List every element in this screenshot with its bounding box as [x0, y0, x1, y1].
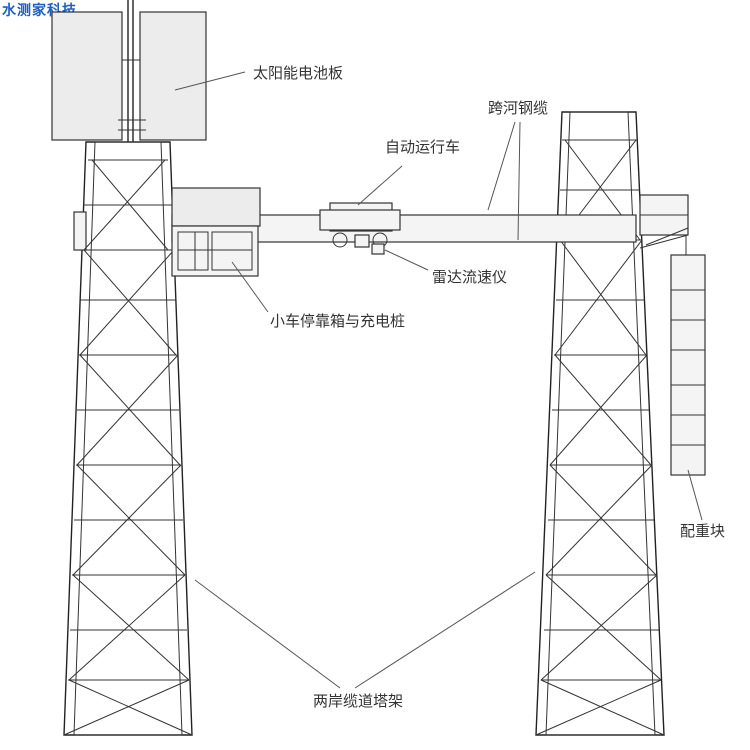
solar-panel — [51, 0, 207, 142]
label-counterweight: 配重块 — [680, 522, 725, 540]
label-towers: 两岸缆道塔架 — [313, 692, 403, 710]
left-tower — [63, 141, 193, 736]
label-solar-panel: 太阳能电池板 — [253, 64, 343, 82]
label-cross-river-cable: 跨河钢缆 — [488, 99, 548, 117]
radar-meter — [371, 243, 385, 255]
right-tower — [535, 111, 689, 736]
label-radar-meter: 雷达流速仪 — [432, 268, 507, 286]
label-auto-trolley: 自动运行车 — [385, 138, 460, 156]
label-docking-box: 小车停靠箱与充电桩 — [270, 312, 405, 330]
counterweight — [670, 235, 706, 476]
docking-box — [171, 187, 261, 277]
auto-trolley — [319, 202, 401, 248]
leader-lines — [174, 71, 703, 689]
